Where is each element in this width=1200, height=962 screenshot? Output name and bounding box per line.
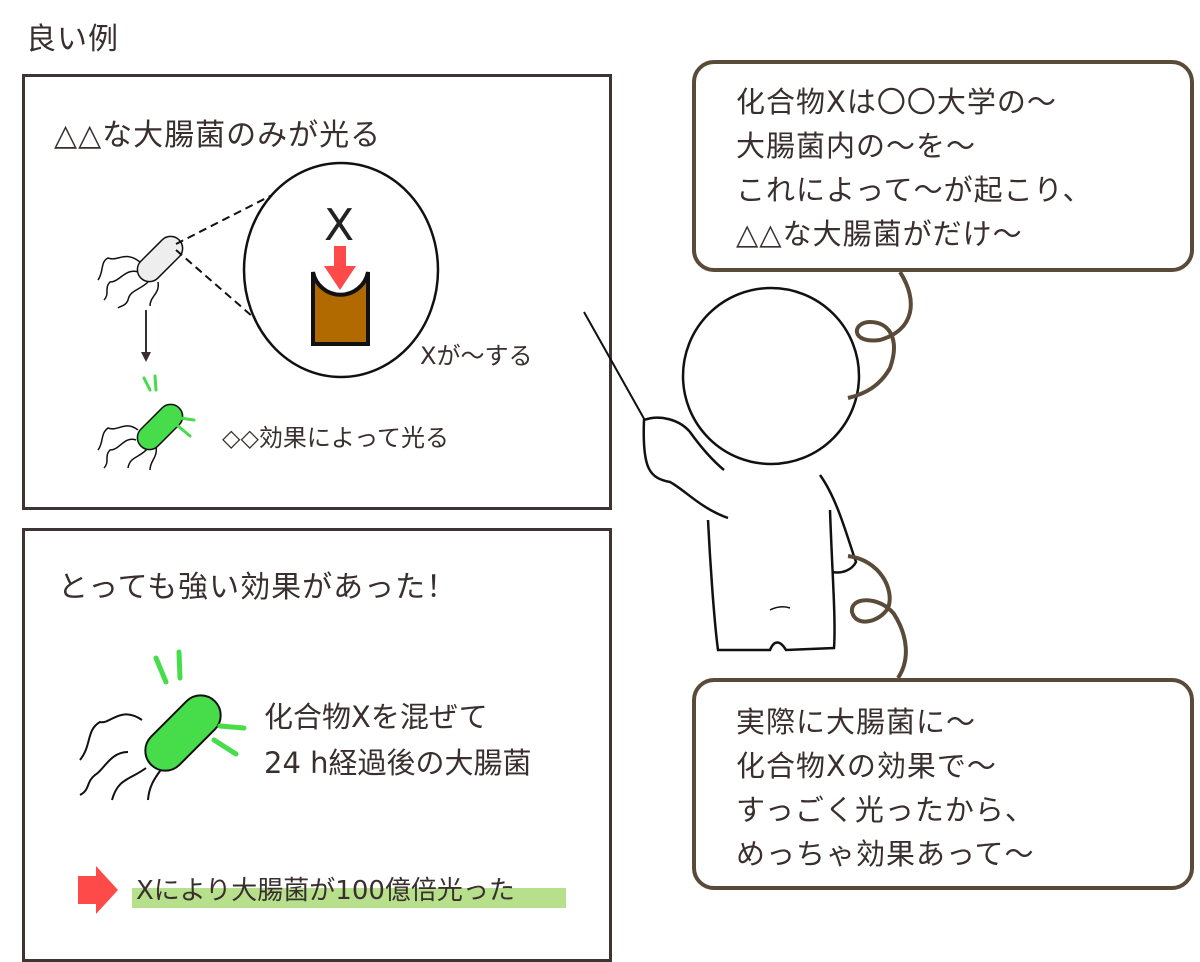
bubble-top-line: △△な大腸菌がだけ〜 xyxy=(736,217,1023,251)
bubble-bottom-line: 実際に大腸菌に〜 xyxy=(736,705,977,739)
pointer-stick xyxy=(583,311,657,441)
result-text: Xにより大腸菌が100億倍光った xyxy=(136,876,515,906)
bubble-tail-top xyxy=(847,270,913,400)
panel2-title: とっても強い効果があった！ xyxy=(58,570,458,605)
caption-line-1: 化合物Xを混ぜて xyxy=(264,700,488,734)
presenter-figure xyxy=(642,286,861,652)
bacterium-large-glowing-icon xyxy=(79,649,247,801)
action-label: Xが〜する xyxy=(420,342,533,370)
right-arrow-icon xyxy=(78,866,118,914)
panel1-title: △△な大腸菌のみが光る xyxy=(54,118,382,153)
speech-bubble-bottom xyxy=(692,678,1194,890)
bubble-top-text: 化合物Xは〇〇大学の〜 大腸菌内の〜を〜 これによって〜が起こり、 △△な大腸菌… xyxy=(736,80,1093,256)
result-highlight xyxy=(132,888,566,908)
glow-label: ◇◇効果によって光る xyxy=(222,424,449,452)
bubble-bottom-text: 実際に大腸菌に〜 化合物Xの効果で〜 すっごく光ったから、 めっちゃ効果あって〜 xyxy=(736,700,1035,876)
magnified-view: X xyxy=(242,161,440,379)
speech-bubble-top xyxy=(692,60,1194,272)
bubble-top-line: 化合物Xは〇〇大学の〜 xyxy=(736,85,1057,119)
down-arrow-icon xyxy=(141,310,151,362)
bubble-bottom-line: めっちゃ効果あって〜 xyxy=(736,837,1035,871)
bubble-tail-bottom xyxy=(847,554,908,680)
bubble-top-line: これによって〜が起こり、 xyxy=(736,173,1093,207)
down-arrow-icon xyxy=(324,266,356,290)
page-heading: 良い例 xyxy=(26,22,119,57)
bubble-bottom-line: 化合物Xの効果で〜 xyxy=(736,749,997,783)
caption-line-2: 24 h経過後の大腸菌 xyxy=(264,746,532,780)
bacterium-plain-icon xyxy=(97,235,184,309)
bubble-top-line: 大腸菌内の〜を〜 xyxy=(736,129,977,163)
bubble-bottom-line: すっごく光ったから、 xyxy=(736,793,1035,827)
bacterium-glowing-icon xyxy=(97,374,196,471)
receptor-icon xyxy=(311,271,370,346)
zoom-dashed-lines xyxy=(175,189,283,331)
x-molecule-label: X xyxy=(324,200,354,251)
